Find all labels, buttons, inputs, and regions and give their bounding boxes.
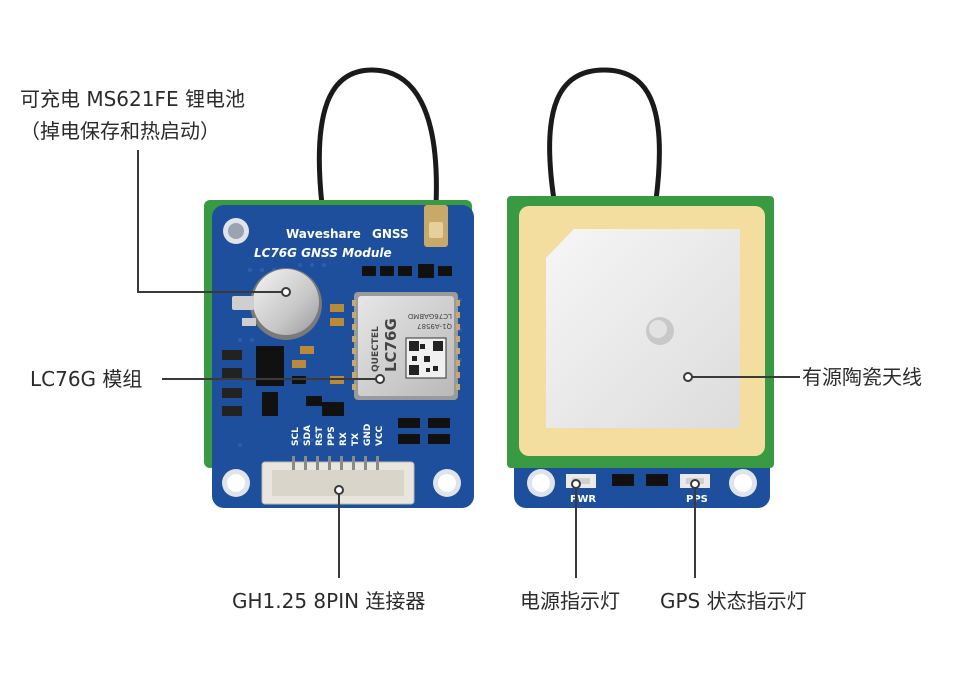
- battery-sublabel: （掉电保存和热启动）: [20, 119, 220, 143]
- gnss-silk: GNSS: [372, 227, 409, 241]
- pin-tx: TX: [351, 433, 361, 446]
- left-board: Waveshare GNSS LC76G GNSS Module: [204, 67, 474, 508]
- chip-brand: QUECTEL: [371, 326, 381, 372]
- right-board: PWR PPS: [507, 67, 774, 508]
- leader-lines: [137, 150, 800, 578]
- pin-sda: SDA: [303, 425, 313, 446]
- power-led-label: 电源指示灯: [520, 589, 620, 613]
- battery-leader: [137, 150, 284, 293]
- connector-label: GH1.25 8PIN 连接器: [232, 589, 426, 613]
- pin-labels: SCL SDA RST PPS RX TX GND VCC: [291, 424, 385, 446]
- left-mounting-holes: [222, 218, 461, 497]
- chip-serial: Q1-A9587: [417, 322, 452, 330]
- pin-scl: SCL: [291, 427, 301, 446]
- pps-silk: PPS: [686, 494, 708, 505]
- top-components: [300, 264, 452, 354]
- antenna-label: 有源陶瓷天线: [802, 365, 922, 389]
- right-antenna-cable: [547, 67, 662, 203]
- model-silk: LC76G GNSS Module: [254, 246, 392, 260]
- left-antenna-cable: [316, 67, 439, 208]
- pin-gnd: GND: [363, 424, 373, 446]
- pin-pps: PPS: [327, 426, 337, 446]
- pwr-silk: PWR: [570, 494, 596, 505]
- pin-rx: RX: [339, 432, 349, 446]
- module-label: LC76G 模组: [30, 367, 143, 391]
- leader-dots: [281, 287, 700, 495]
- battery-label: 可充电 MS621FE 锂电池: [20, 87, 245, 111]
- silver-patch: [546, 229, 740, 428]
- lc76g-chip: QUECTEL LC76G Q1-A9587 LC76GABMD: [352, 292, 460, 400]
- gps-led-label: GPS 状态指示灯: [660, 589, 807, 613]
- coin-battery: [232, 268, 322, 340]
- pin-rst: RST: [315, 426, 325, 446]
- gh-connector: [261, 456, 415, 505]
- brand-silk: Waveshare: [286, 227, 361, 241]
- chip-code: LC76GABMD: [408, 312, 452, 320]
- pin-vcc: VCC: [375, 425, 385, 446]
- chip-model: LC76G: [382, 318, 400, 372]
